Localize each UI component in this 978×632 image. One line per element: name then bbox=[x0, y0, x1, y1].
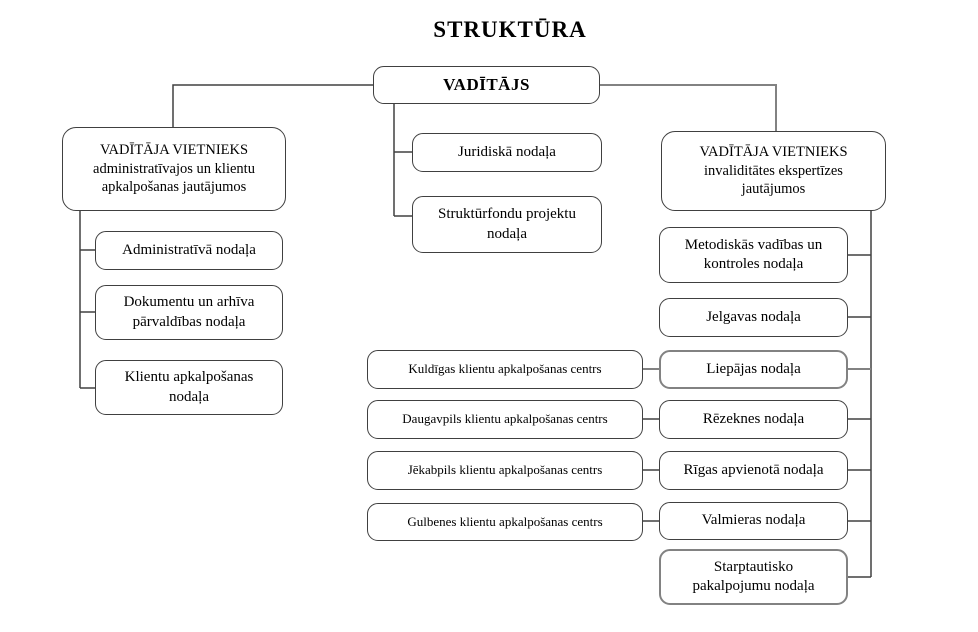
node-client-service-department-label: Klientu apkalpošanas nodaļa bbox=[124, 369, 254, 405]
node-jekabpils-service-center-label: Jēkabpils klientu apkalpošanas centrs bbox=[407, 462, 603, 478]
node-valmiera-department-label: Valmieras nodaļa bbox=[701, 512, 806, 529]
node-deputy-disability-label: VADĪTĀJA VIETNIEKS invaliditātes ekspert… bbox=[699, 144, 848, 198]
node-jelgava-department-label: Jelgavas nodaļa bbox=[706, 308, 801, 325]
node-director: VADĪTĀJS bbox=[373, 66, 600, 104]
node-liepaja-department-label: Liepājas nodaļa bbox=[706, 360, 801, 377]
node-deputy-disability: VADĪTĀJA VIETNIEKS invaliditātes ekspert… bbox=[661, 131, 886, 211]
node-kuldiga-service-center: Kuldīgas klientu apkalpošanas centrs bbox=[367, 350, 643, 389]
node-documents-archive-department-label: Dokumentu un arhīva pārvaldības nodaļa bbox=[123, 294, 255, 330]
node-structural-funds-department-label: Struktūrfondu projektu nodaļa bbox=[438, 206, 576, 242]
node-structural-funds-department: Struktūrfondu projektu nodaļa bbox=[412, 196, 602, 253]
node-legal-department: Juridiskā nodaļa bbox=[412, 133, 602, 172]
node-methodical-control-department-label: Metodiskās vadības un kontroles nodaļa bbox=[684, 236, 823, 272]
node-liepaja-department: Liepājas nodaļa bbox=[659, 350, 848, 389]
node-international-services-department-label: Starptautisko pakalpojumu nodaļa bbox=[692, 558, 815, 594]
node-methodical-control-department: Metodiskās vadības un kontroles nodaļa bbox=[659, 227, 848, 283]
node-gulbene-service-center-label: Gulbenes klientu apkalpošanas centrs bbox=[407, 513, 603, 529]
node-client-service-department: Klientu apkalpošanas nodaļa bbox=[95, 360, 283, 415]
node-riga-united-department-label: Rīgas apvienotā nodaļa bbox=[683, 461, 824, 478]
node-daugavpils-service-center-label: Daugavpils klientu apkalpošanas centrs bbox=[402, 411, 608, 427]
node-legal-department-label: Juridiskā nodaļa bbox=[458, 143, 556, 160]
node-valmiera-department: Valmieras nodaļa bbox=[659, 502, 848, 540]
node-deputy-admin: VADĪTĀJA VIETNIEKS administratīvajos un … bbox=[62, 127, 286, 211]
node-kuldiga-service-center-label: Kuldīgas klientu apkalpošanas centrs bbox=[408, 361, 602, 377]
node-daugavpils-service-center: Daugavpils klientu apkalpošanas centrs bbox=[367, 400, 643, 439]
node-rezekne-department-label: Rēzeknes nodaļa bbox=[702, 410, 805, 427]
node-rezekne-department: Rēzeknes nodaļa bbox=[659, 400, 848, 439]
node-jelgava-department: Jelgavas nodaļa bbox=[659, 298, 848, 337]
node-documents-archive-department: Dokumentu un arhīva pārvaldības nodaļa bbox=[95, 285, 283, 340]
chart-title: STRUKTŪRA bbox=[433, 17, 587, 42]
node-administrative-department-label: Administratīvā nodaļa bbox=[122, 241, 256, 258]
node-deputy-admin-label: VADĪTĀJA VIETNIEKS administratīvajos un … bbox=[93, 142, 255, 196]
node-international-services-department: Starptautisko pakalpojumu nodaļa bbox=[659, 549, 848, 605]
node-jekabpils-service-center: Jēkabpils klientu apkalpošanas centrs bbox=[367, 451, 643, 490]
node-riga-united-department: Rīgas apvienotā nodaļa bbox=[659, 451, 848, 490]
node-administrative-department: Administratīvā nodaļa bbox=[95, 231, 283, 270]
node-gulbene-service-center: Gulbenes klientu apkalpošanas centrs bbox=[367, 503, 643, 541]
node-director-label: VADĪTĀJS bbox=[443, 75, 530, 95]
